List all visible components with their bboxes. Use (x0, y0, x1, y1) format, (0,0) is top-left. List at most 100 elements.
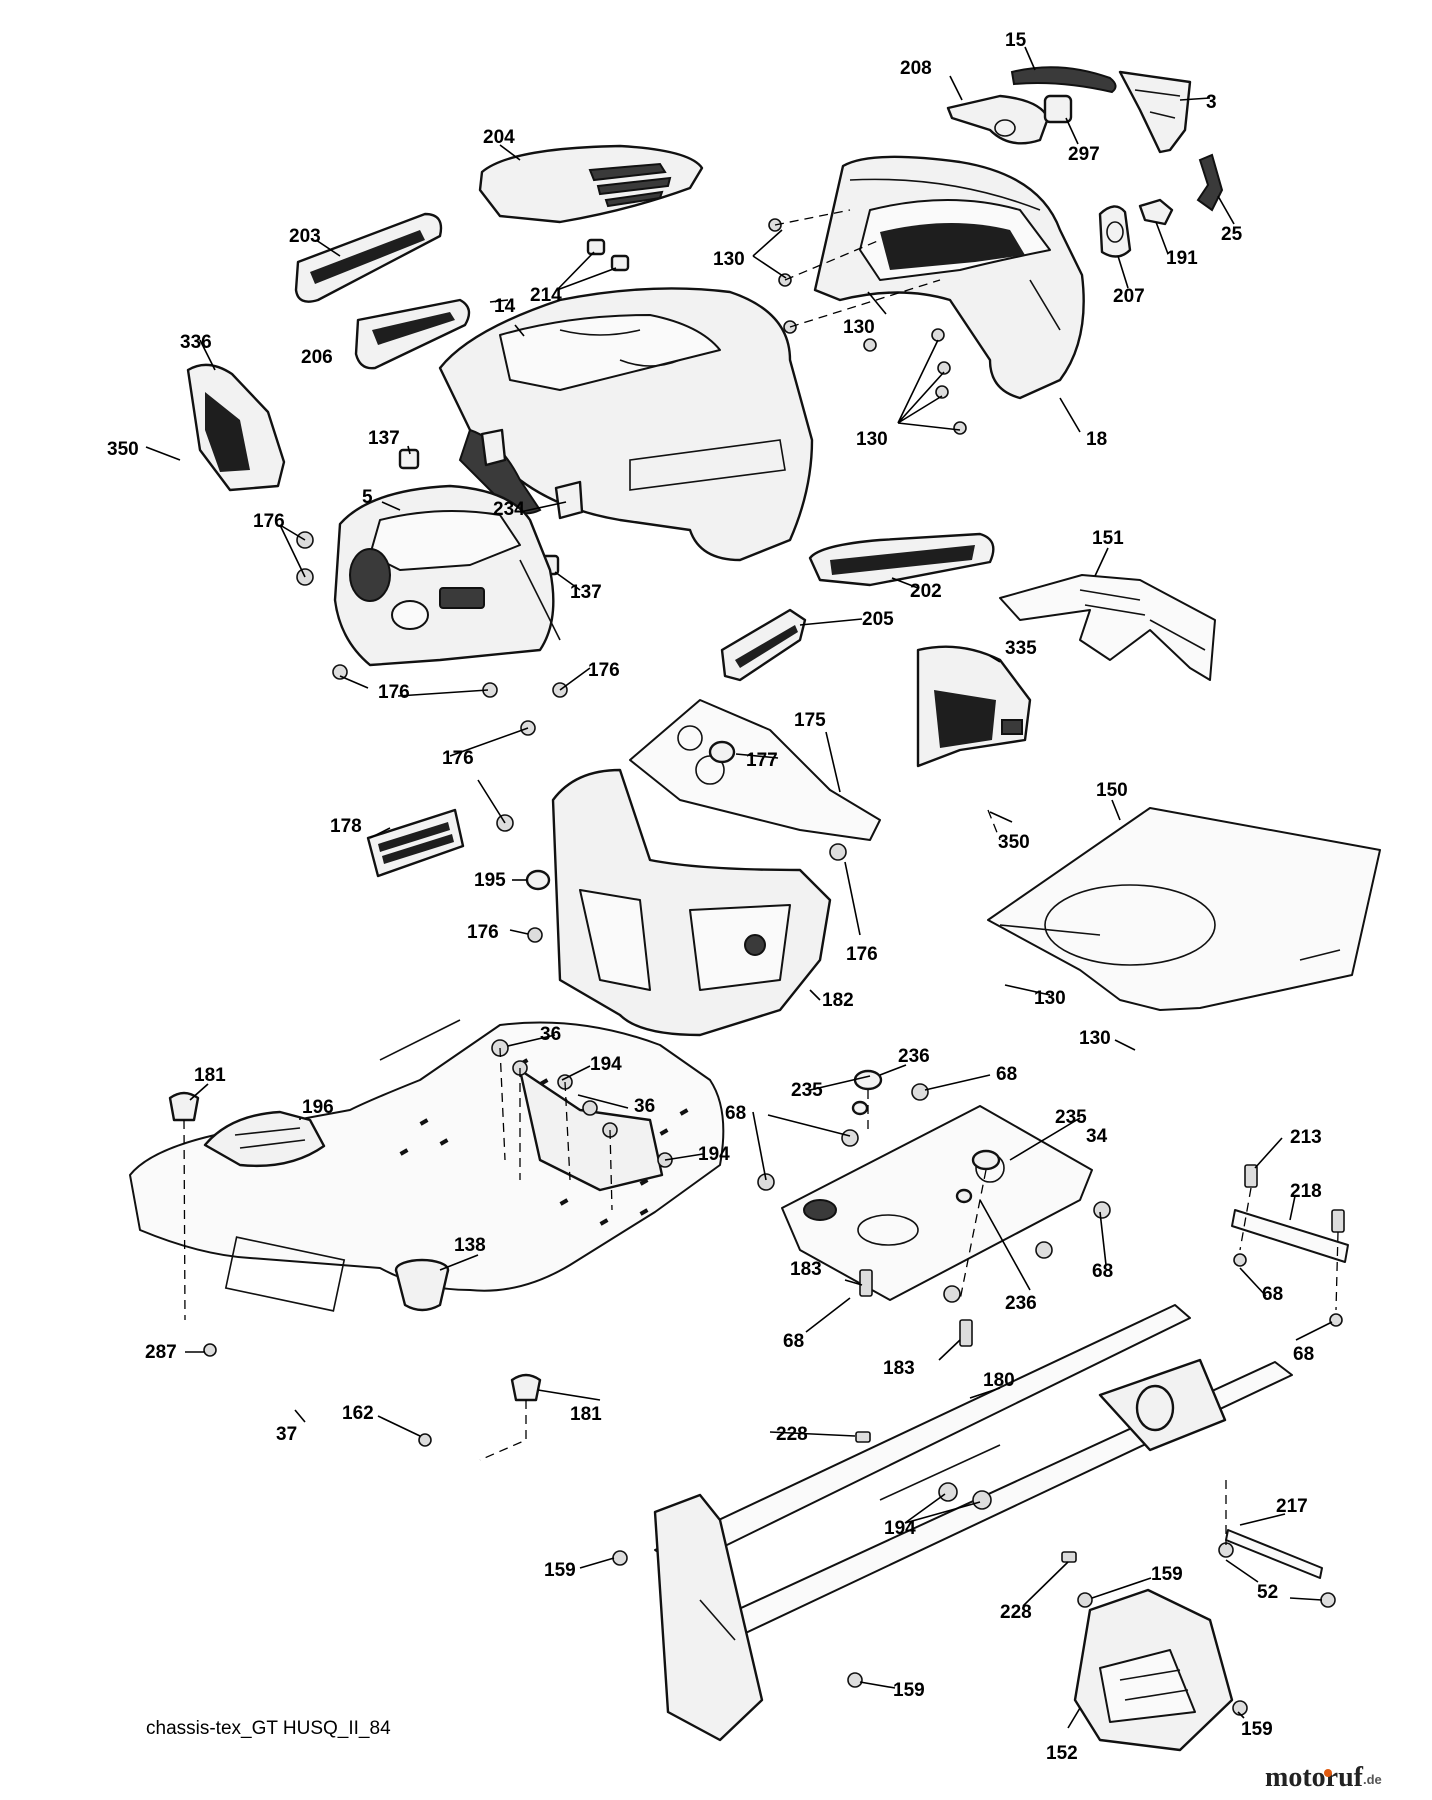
part-14-hood (438, 287, 814, 562)
part-183-bolts (859, 1269, 973, 1347)
label-228-b: 228 (1000, 1602, 1032, 1623)
part-178-vent (366, 808, 465, 878)
label-194-c: 194 (884, 1518, 916, 1539)
label-15: 15 (1005, 30, 1027, 51)
label-130-d: 130 (1034, 988, 1066, 1009)
label-350-b: 350 (998, 832, 1030, 853)
label-36-a: 36 (540, 1024, 561, 1045)
part-196-pad (203, 1110, 326, 1168)
part-195-bushing (525, 869, 551, 891)
label-68-f: 68 (1293, 1344, 1314, 1365)
part-177-grommet (708, 740, 736, 764)
part-207-knob (1098, 205, 1132, 258)
part-228-pins (855, 1431, 1077, 1563)
label-159-a: 159 (544, 1560, 576, 1581)
part-152-step (1073, 1588, 1234, 1752)
label-137-a: 137 (368, 428, 400, 449)
assembly-lines (183, 209, 1339, 1545)
watermark-name: motoruf (1265, 1762, 1364, 1793)
label-202: 202 (910, 581, 942, 602)
label-183-a: 183 (790, 1259, 822, 1280)
label-151: 151 (1092, 528, 1124, 549)
label-207: 207 (1113, 286, 1145, 307)
label-137-b: 137 (570, 582, 602, 603)
part-205-bracket (720, 608, 807, 682)
label-203: 203 (289, 226, 321, 247)
label-130-c: 130 (856, 429, 888, 450)
part-194-nuts (938, 1482, 992, 1510)
part-206-bracket (354, 298, 471, 370)
label-130-a: 130 (713, 249, 745, 270)
part-217-rod (1218, 1529, 1336, 1608)
label-159-c: 159 (893, 1680, 925, 1701)
watermark-logo: motoruf.de (1265, 1762, 1382, 1793)
part-150-floor-pan (987, 807, 1381, 1011)
part-151-bracket (999, 574, 1216, 681)
part-204-hood-top (478, 144, 704, 224)
label-194-b: 194 (698, 1144, 730, 1165)
label-159-b: 159 (1151, 1564, 1183, 1585)
part-203-handle (294, 212, 443, 303)
leader-lines (145, 46, 1333, 1729)
label-175: 175 (794, 710, 826, 731)
label-176-b: 176 (588, 660, 620, 681)
part-202-grille (808, 532, 995, 587)
label-191: 191 (1166, 248, 1198, 269)
watermark-suffix: .de (1363, 1772, 1382, 1787)
label-181-a: 181 (194, 1065, 226, 1086)
label-37: 37 (276, 1424, 297, 1445)
label-195: 195 (474, 870, 506, 891)
label-218: 218 (1290, 1181, 1322, 1202)
label-335: 335 (1005, 638, 1037, 659)
part-3-trim (1118, 70, 1192, 154)
part-335-panel (916, 645, 1032, 768)
part-5-dash (333, 484, 561, 667)
part-175-plate (629, 699, 881, 841)
part-234-decal (480, 428, 584, 520)
diagram-caption: chassis-tex_GT HUSQ_II_84 (146, 1718, 391, 1739)
part-25-corner (1196, 153, 1224, 212)
label-162: 162 (342, 1403, 374, 1424)
part-176-pins (296, 531, 847, 943)
label-68-a: 68 (996, 1064, 1017, 1085)
label-196: 196 (302, 1097, 334, 1118)
label-25: 25 (1221, 224, 1243, 245)
label-130-e: 130 (1079, 1028, 1111, 1049)
label-176-a: 176 (253, 511, 285, 532)
label-350-a: 350 (107, 439, 139, 460)
label-236-a: 236 (898, 1046, 930, 1067)
label-228-a: 228 (776, 1424, 808, 1445)
label-176-c: 176 (378, 682, 410, 703)
label-182: 182 (822, 990, 854, 1011)
label-236-b: 236 (1005, 1293, 1037, 1314)
label-180: 180 (983, 1370, 1015, 1391)
label-150: 150 (1096, 780, 1128, 801)
part-182-housing (551, 768, 832, 1037)
label-213: 213 (1290, 1127, 1322, 1148)
part-18-front-nose (813, 155, 1085, 400)
part-191-latch (1138, 198, 1174, 226)
label-217: 217 (1276, 1496, 1308, 1517)
label-206: 206 (301, 347, 333, 368)
label-205: 205 (862, 609, 894, 630)
label-208: 208 (900, 58, 932, 79)
label-68-b: 68 (725, 1103, 746, 1124)
label-18: 18 (1086, 429, 1107, 450)
label-234: 234 (493, 499, 525, 520)
label-235-a: 235 (791, 1080, 823, 1101)
svg-text:motoruf.de: motoruf.de (1265, 1762, 1382, 1793)
label-130-b: 130 (843, 317, 875, 338)
label-152: 152 (1046, 1743, 1078, 1764)
label-176-e: 176 (467, 922, 499, 943)
part-180-frame (653, 1304, 1293, 1742)
part-214-clips (586, 238, 630, 272)
part-235-236-washers (851, 1069, 1001, 1204)
part-130-screws-top (768, 218, 967, 435)
label-34: 34 (1086, 1126, 1108, 1147)
part-15-strip (1010, 66, 1117, 94)
label-235-b: 235 (1055, 1107, 1087, 1128)
label-194-a: 194 (590, 1054, 622, 1075)
label-287: 287 (145, 1342, 177, 1363)
part-labels: 15 208 3 297 25 204 191 207 203 130 214 … (107, 30, 1322, 1764)
